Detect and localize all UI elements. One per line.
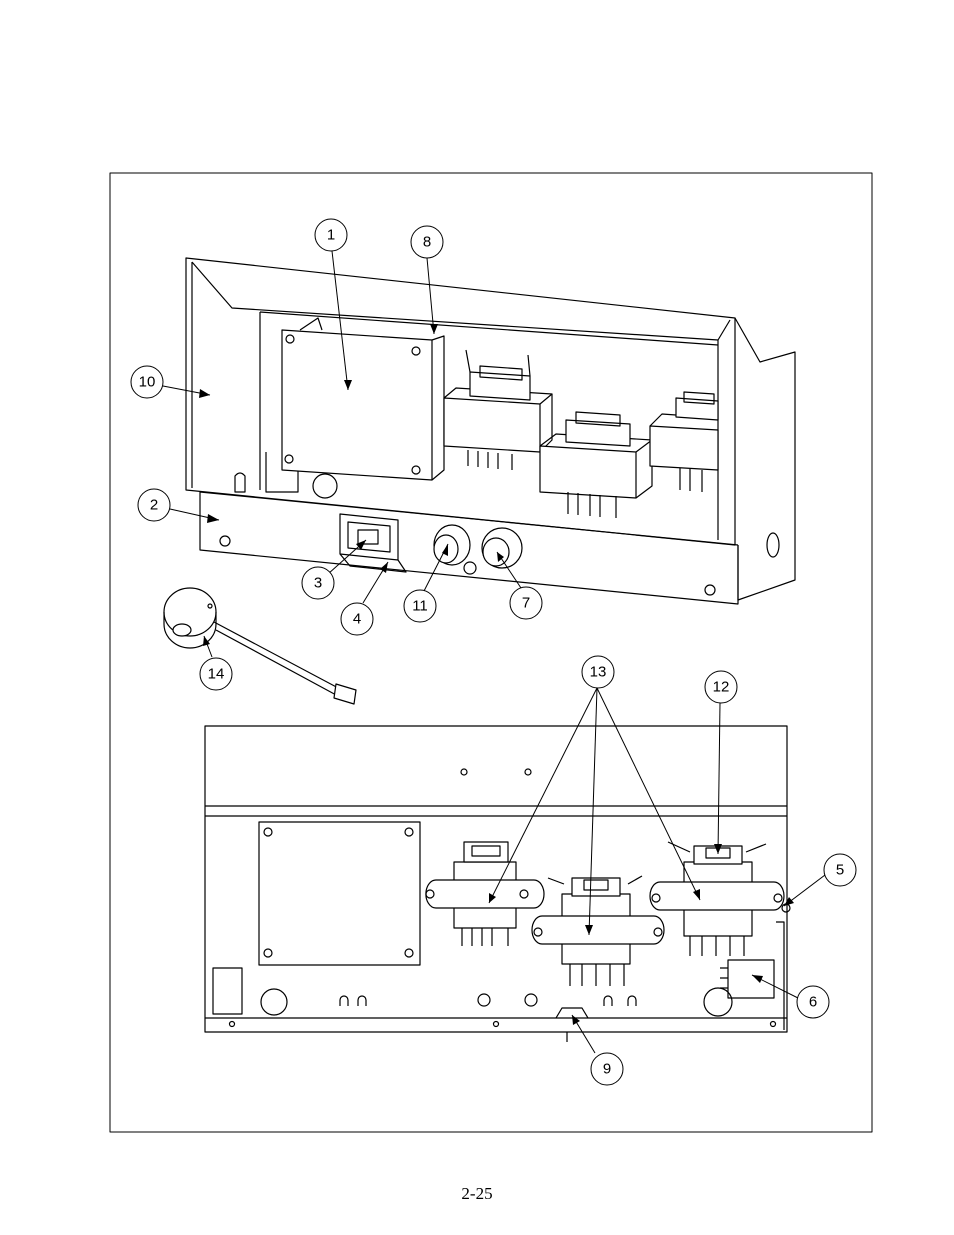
circuit-board-front [259, 822, 420, 965]
callout-label-4: 4 [353, 611, 361, 628]
circuit-board [282, 330, 432, 480]
callout-label-1: 1 [327, 227, 335, 244]
callout-label-10: 10 [139, 374, 156, 391]
callout-label-9: 9 [603, 1061, 611, 1078]
power-switch [340, 514, 406, 572]
callout-label-7: 7 [522, 595, 530, 612]
page-number: 2-25 [0, 1184, 954, 1204]
relay [728, 960, 774, 998]
control-knob-left [434, 525, 470, 565]
upper-assembly [186, 258, 795, 604]
control-knob-right [482, 528, 522, 568]
callout-label-11: 11 [412, 598, 428, 615]
callout-label-12: 12 [713, 679, 730, 696]
lower-assembly [205, 726, 790, 1042]
callout-label-13: 13 [590, 664, 607, 681]
callout-label-2: 2 [150, 497, 158, 514]
callout-label-8: 8 [423, 234, 431, 251]
callout-label-6: 6 [809, 994, 817, 1011]
callout-label-3: 3 [314, 575, 322, 592]
callout-label-14: 14 [208, 666, 225, 683]
buzzer [164, 588, 356, 704]
callout-label-5: 5 [836, 862, 844, 879]
